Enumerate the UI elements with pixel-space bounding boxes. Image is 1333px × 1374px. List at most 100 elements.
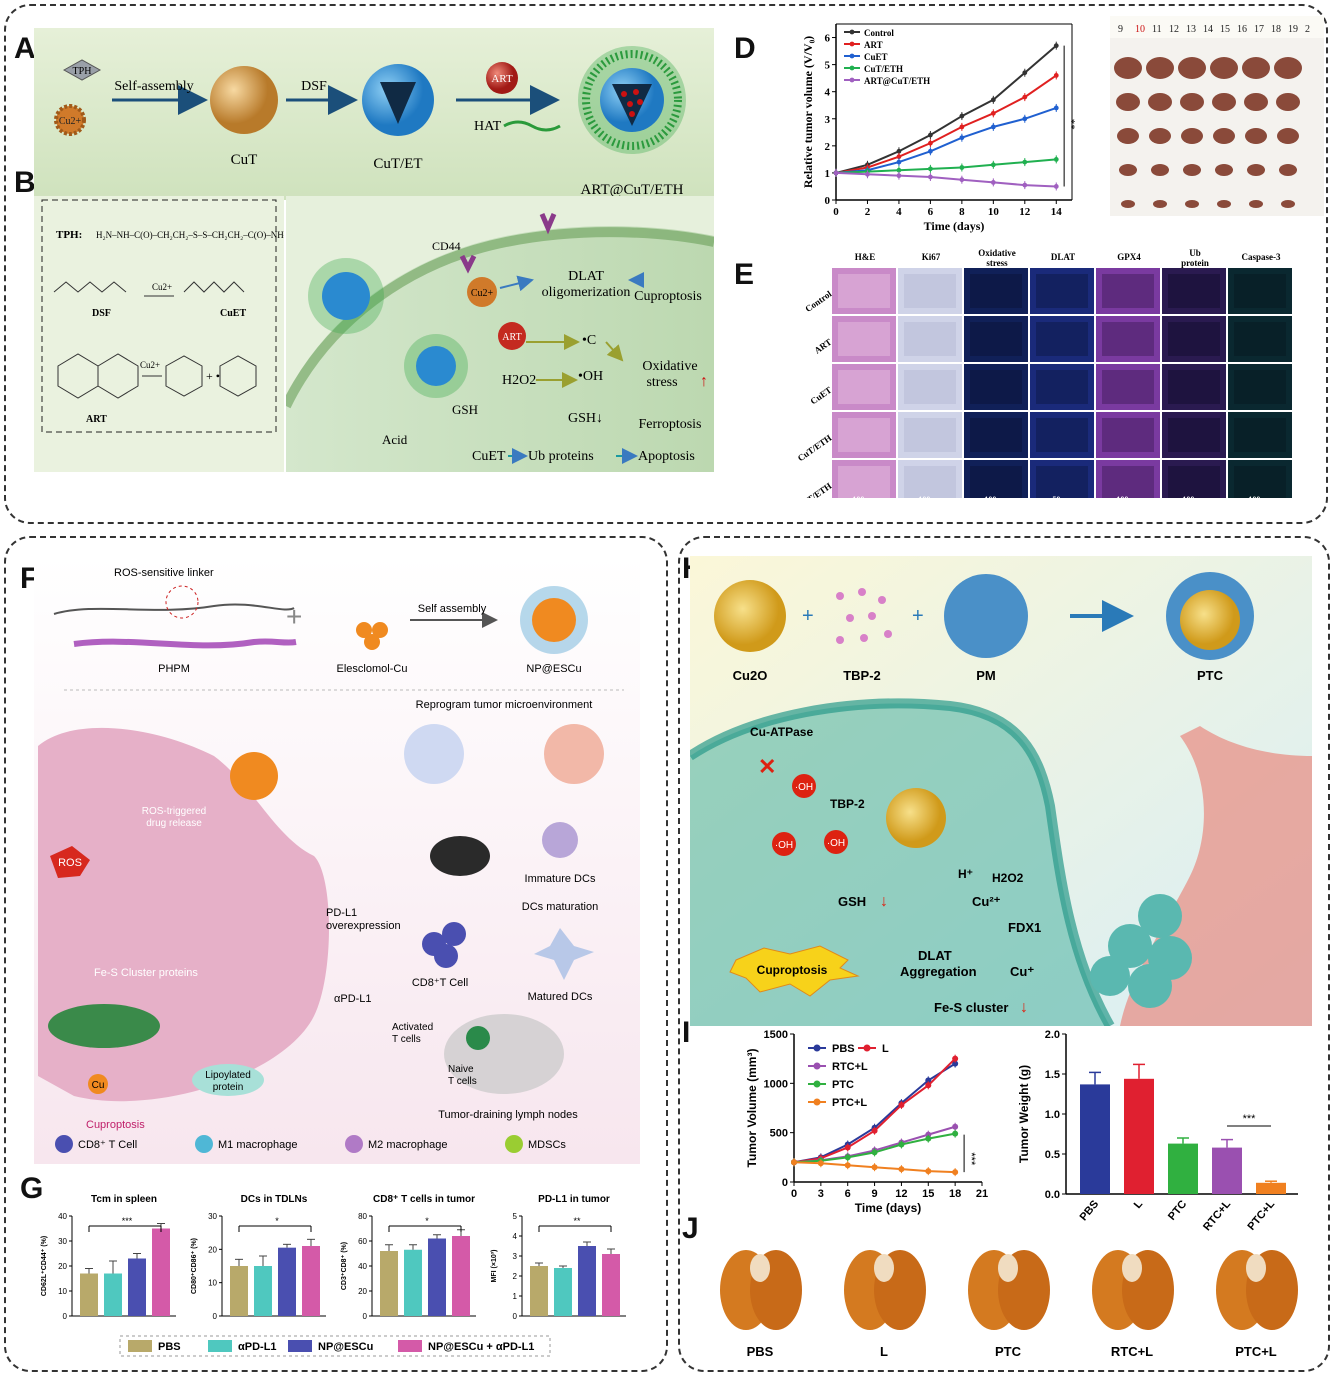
pm-vesicle xyxy=(944,574,1028,658)
scale-bar-label: 100 μm xyxy=(1248,495,1274,498)
legend-label: PBS xyxy=(158,1341,181,1353)
h2o2-h-label: H2O2 xyxy=(992,871,1024,885)
legend-label: CD8⁺ T Cell xyxy=(78,1139,137,1151)
histology-tile xyxy=(832,364,896,410)
pdl1-label: PD-L1 xyxy=(326,907,357,919)
ruler-number: 17 xyxy=(1254,24,1264,35)
cu-ion xyxy=(54,104,86,136)
y-tick-label: 5 xyxy=(513,1212,518,1221)
cu2-label: Cu²⁺ xyxy=(972,894,1001,909)
art-sphere-c xyxy=(498,322,526,350)
x-tick-label: PTC xyxy=(1166,1198,1189,1223)
ptc-inside xyxy=(886,788,946,848)
dsf-label: DSF xyxy=(301,79,327,94)
tumor-sample xyxy=(1121,200,1135,208)
histology-tile xyxy=(1162,364,1226,410)
y-tick-label: 5 xyxy=(825,60,831,72)
histology-tile xyxy=(1228,364,1292,410)
cuet-label-c: CuET xyxy=(472,449,506,464)
dsf-name: DSF xyxy=(92,308,111,319)
legend-entry: CuT/ETH xyxy=(864,64,903,74)
cu2o-particle xyxy=(714,580,786,652)
data-point xyxy=(896,154,902,160)
chart-title: DCs in TDLNs xyxy=(241,1194,308,1205)
dlat-h-label: DLAT xyxy=(918,948,952,963)
cd44-label: CD44 xyxy=(432,239,461,253)
np-escu-particle xyxy=(532,598,576,642)
series-line-CuT/ETH xyxy=(835,158,1057,174)
histology-tile xyxy=(964,268,1028,314)
data-point xyxy=(871,1127,878,1134)
c-radical: •C xyxy=(582,333,596,348)
y-tick-label: 0 xyxy=(213,1312,218,1321)
y-tick-label: 0 xyxy=(63,1312,68,1321)
hat-label: HAT xyxy=(474,119,502,134)
art-name: ART xyxy=(86,414,107,425)
histology-tile xyxy=(898,460,962,498)
data-point xyxy=(925,1082,932,1089)
histology-tile xyxy=(1030,412,1094,458)
scale-bar-label: 100 μm xyxy=(852,495,878,498)
escu-label: Elesclomol-Cu xyxy=(337,663,408,675)
legend-label: NP@ESCu + αPD-L1 xyxy=(428,1341,534,1353)
data-point xyxy=(1022,116,1028,122)
x-tick-label: 12 xyxy=(1019,206,1031,218)
histology-tile xyxy=(1030,364,1094,410)
significance-label: * xyxy=(425,1216,429,1226)
bar xyxy=(428,1238,446,1316)
cuproptosis-burst xyxy=(729,945,860,997)
naive-tcells-label: T cells xyxy=(448,1076,477,1087)
x-tick-label: 6 xyxy=(928,206,934,218)
cut-label: CuT xyxy=(231,152,258,168)
y-tick-label: 0 xyxy=(782,1177,788,1189)
data-point xyxy=(791,1159,797,1166)
tph-formula: H₂N–NH–C(O)–CH₂CH₂–S–S–CH₂CH₂–C(O)–NH–NH… xyxy=(96,230,284,240)
histology-tile xyxy=(898,316,962,362)
data-point xyxy=(1022,182,1028,188)
histology-tile xyxy=(1228,460,1292,498)
histology-tile xyxy=(832,316,896,362)
data-point xyxy=(959,124,965,130)
apoptosis-label: Apoptosis xyxy=(638,449,695,464)
data-point xyxy=(928,132,933,138)
cu-reagent-1: Cu2+ xyxy=(152,282,172,292)
scale-bar-label: 50 μm xyxy=(1052,495,1074,498)
y-axis-label: Relative tumor volume (V/V₀) xyxy=(801,36,815,188)
data-point xyxy=(871,1164,878,1171)
histology-tile xyxy=(898,364,962,410)
histology-column-label: Caspase-3 xyxy=(1241,252,1281,262)
art-label: ART xyxy=(491,73,513,85)
matured-dc xyxy=(534,928,594,980)
immature-dcs-label: Immature DCs xyxy=(525,873,596,885)
tumor-sample xyxy=(1178,57,1206,79)
svg-text:↓: ↓ xyxy=(1020,999,1028,1016)
data-point xyxy=(925,1077,932,1084)
panel-a-schematic: TPH Cu2+ Self-assembly CuT DSF CuT/ET AR… xyxy=(34,28,714,200)
frame-top xyxy=(4,4,1328,524)
data-point xyxy=(928,140,933,146)
ruler-number: 11 xyxy=(1152,24,1162,35)
data-point xyxy=(1053,184,1059,189)
legend-label: MDSCs xyxy=(528,1139,566,1151)
tumor-sample xyxy=(1274,57,1302,79)
lung-group-label: RTC+L xyxy=(1111,1344,1153,1359)
tumor-sample xyxy=(1247,164,1265,176)
panel-label-f: F xyxy=(20,562,39,595)
fes-label: Fe-S Cluster proteins xyxy=(94,967,198,979)
tme-after xyxy=(544,724,604,784)
cu-label-c: Cu2+ xyxy=(471,288,494,299)
legend-entry: PBS xyxy=(832,1043,855,1055)
immature-dc xyxy=(542,822,578,858)
tumor-sample xyxy=(1213,128,1235,144)
scale-bar-label: 100 μm xyxy=(1182,495,1208,498)
data-point xyxy=(1022,70,1028,76)
histology-tile xyxy=(1096,364,1160,410)
legend-swatch xyxy=(128,1340,152,1352)
tumor-sample xyxy=(1281,200,1295,208)
chart-title: Tcm in spleen xyxy=(91,1194,157,1205)
histology-tile xyxy=(1030,268,1094,314)
y-axis-label: MFI (×10³) xyxy=(491,1250,498,1283)
panel-label-i: I xyxy=(682,1016,691,1049)
y-tick-label: 6 xyxy=(825,33,831,45)
data-point xyxy=(990,162,996,168)
